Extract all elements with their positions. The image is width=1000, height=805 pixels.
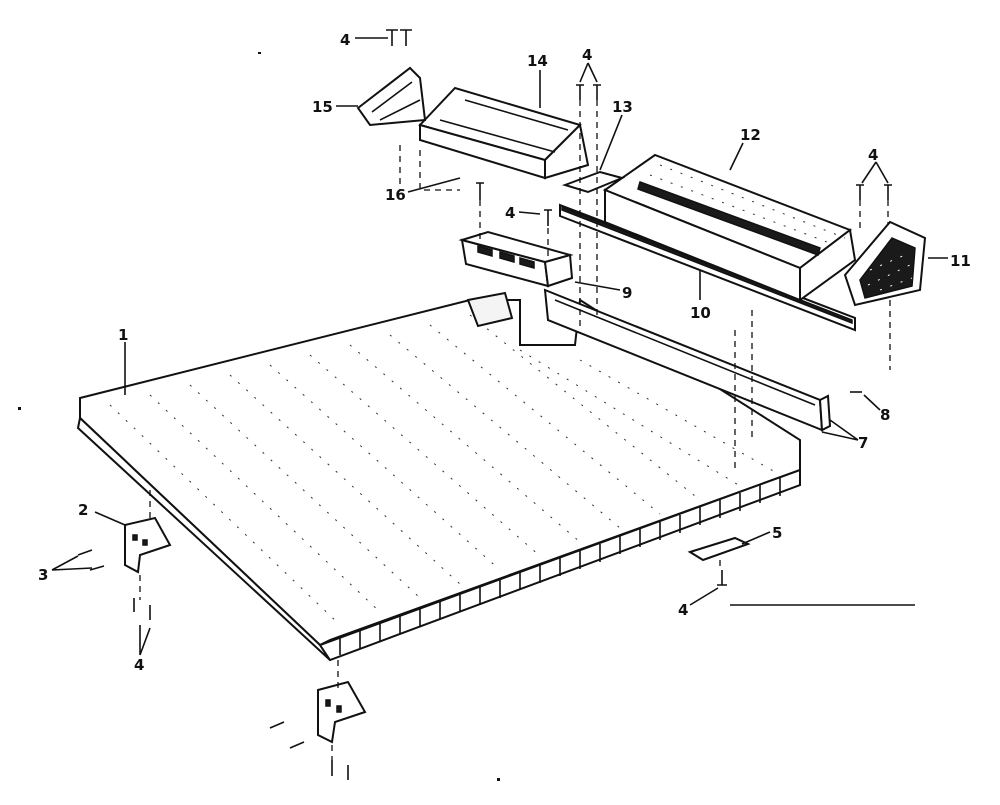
base-plate (76, 291, 801, 662)
left-housing (418, 86, 590, 180)
callout-4-top: 4 (340, 31, 350, 49)
callout-4-mid: 4 (582, 46, 592, 64)
callout-3: 3 (38, 566, 48, 584)
callout-4-right: 4 (868, 146, 878, 164)
leader-lines (51, 37, 948, 656)
callout-4-left-low: 4 (134, 656, 144, 674)
callout-14: 14 (527, 52, 548, 70)
small-clip (687, 536, 751, 562)
left-bracket (124, 516, 172, 574)
assembly-lines (139, 100, 891, 760)
callout-7: 7 (858, 434, 868, 452)
callout-1: 1 (118, 326, 128, 344)
callout-labels: 1 2 3 4 4 4 4 4 4 5 7 8 9 10 11 12 13 14… (38, 31, 971, 674)
callout-8: 8 (880, 406, 890, 424)
callout-10: 10 (690, 304, 711, 322)
side-rail (543, 288, 832, 432)
callout-13: 13 (612, 98, 633, 116)
bracket-block (458, 230, 574, 288)
callout-11: 11 (950, 252, 971, 270)
callout-12: 12 (740, 126, 761, 144)
callout-16: 16 (385, 186, 406, 204)
right-end-cap (843, 220, 927, 307)
left-end-cap (356, 66, 427, 127)
callout-4-clip: 4 (678, 601, 688, 619)
callout-5: 5 (772, 524, 782, 542)
large-housing (602, 153, 857, 302)
callout-15: 15 (312, 98, 333, 116)
callout-9: 9 (622, 284, 632, 302)
lower-bracket (317, 680, 367, 744)
callout-4-center: 4 (505, 204, 515, 222)
scan-specks (18, 52, 500, 781)
screws (77, 29, 892, 780)
callout-2: 2 (78, 501, 88, 519)
